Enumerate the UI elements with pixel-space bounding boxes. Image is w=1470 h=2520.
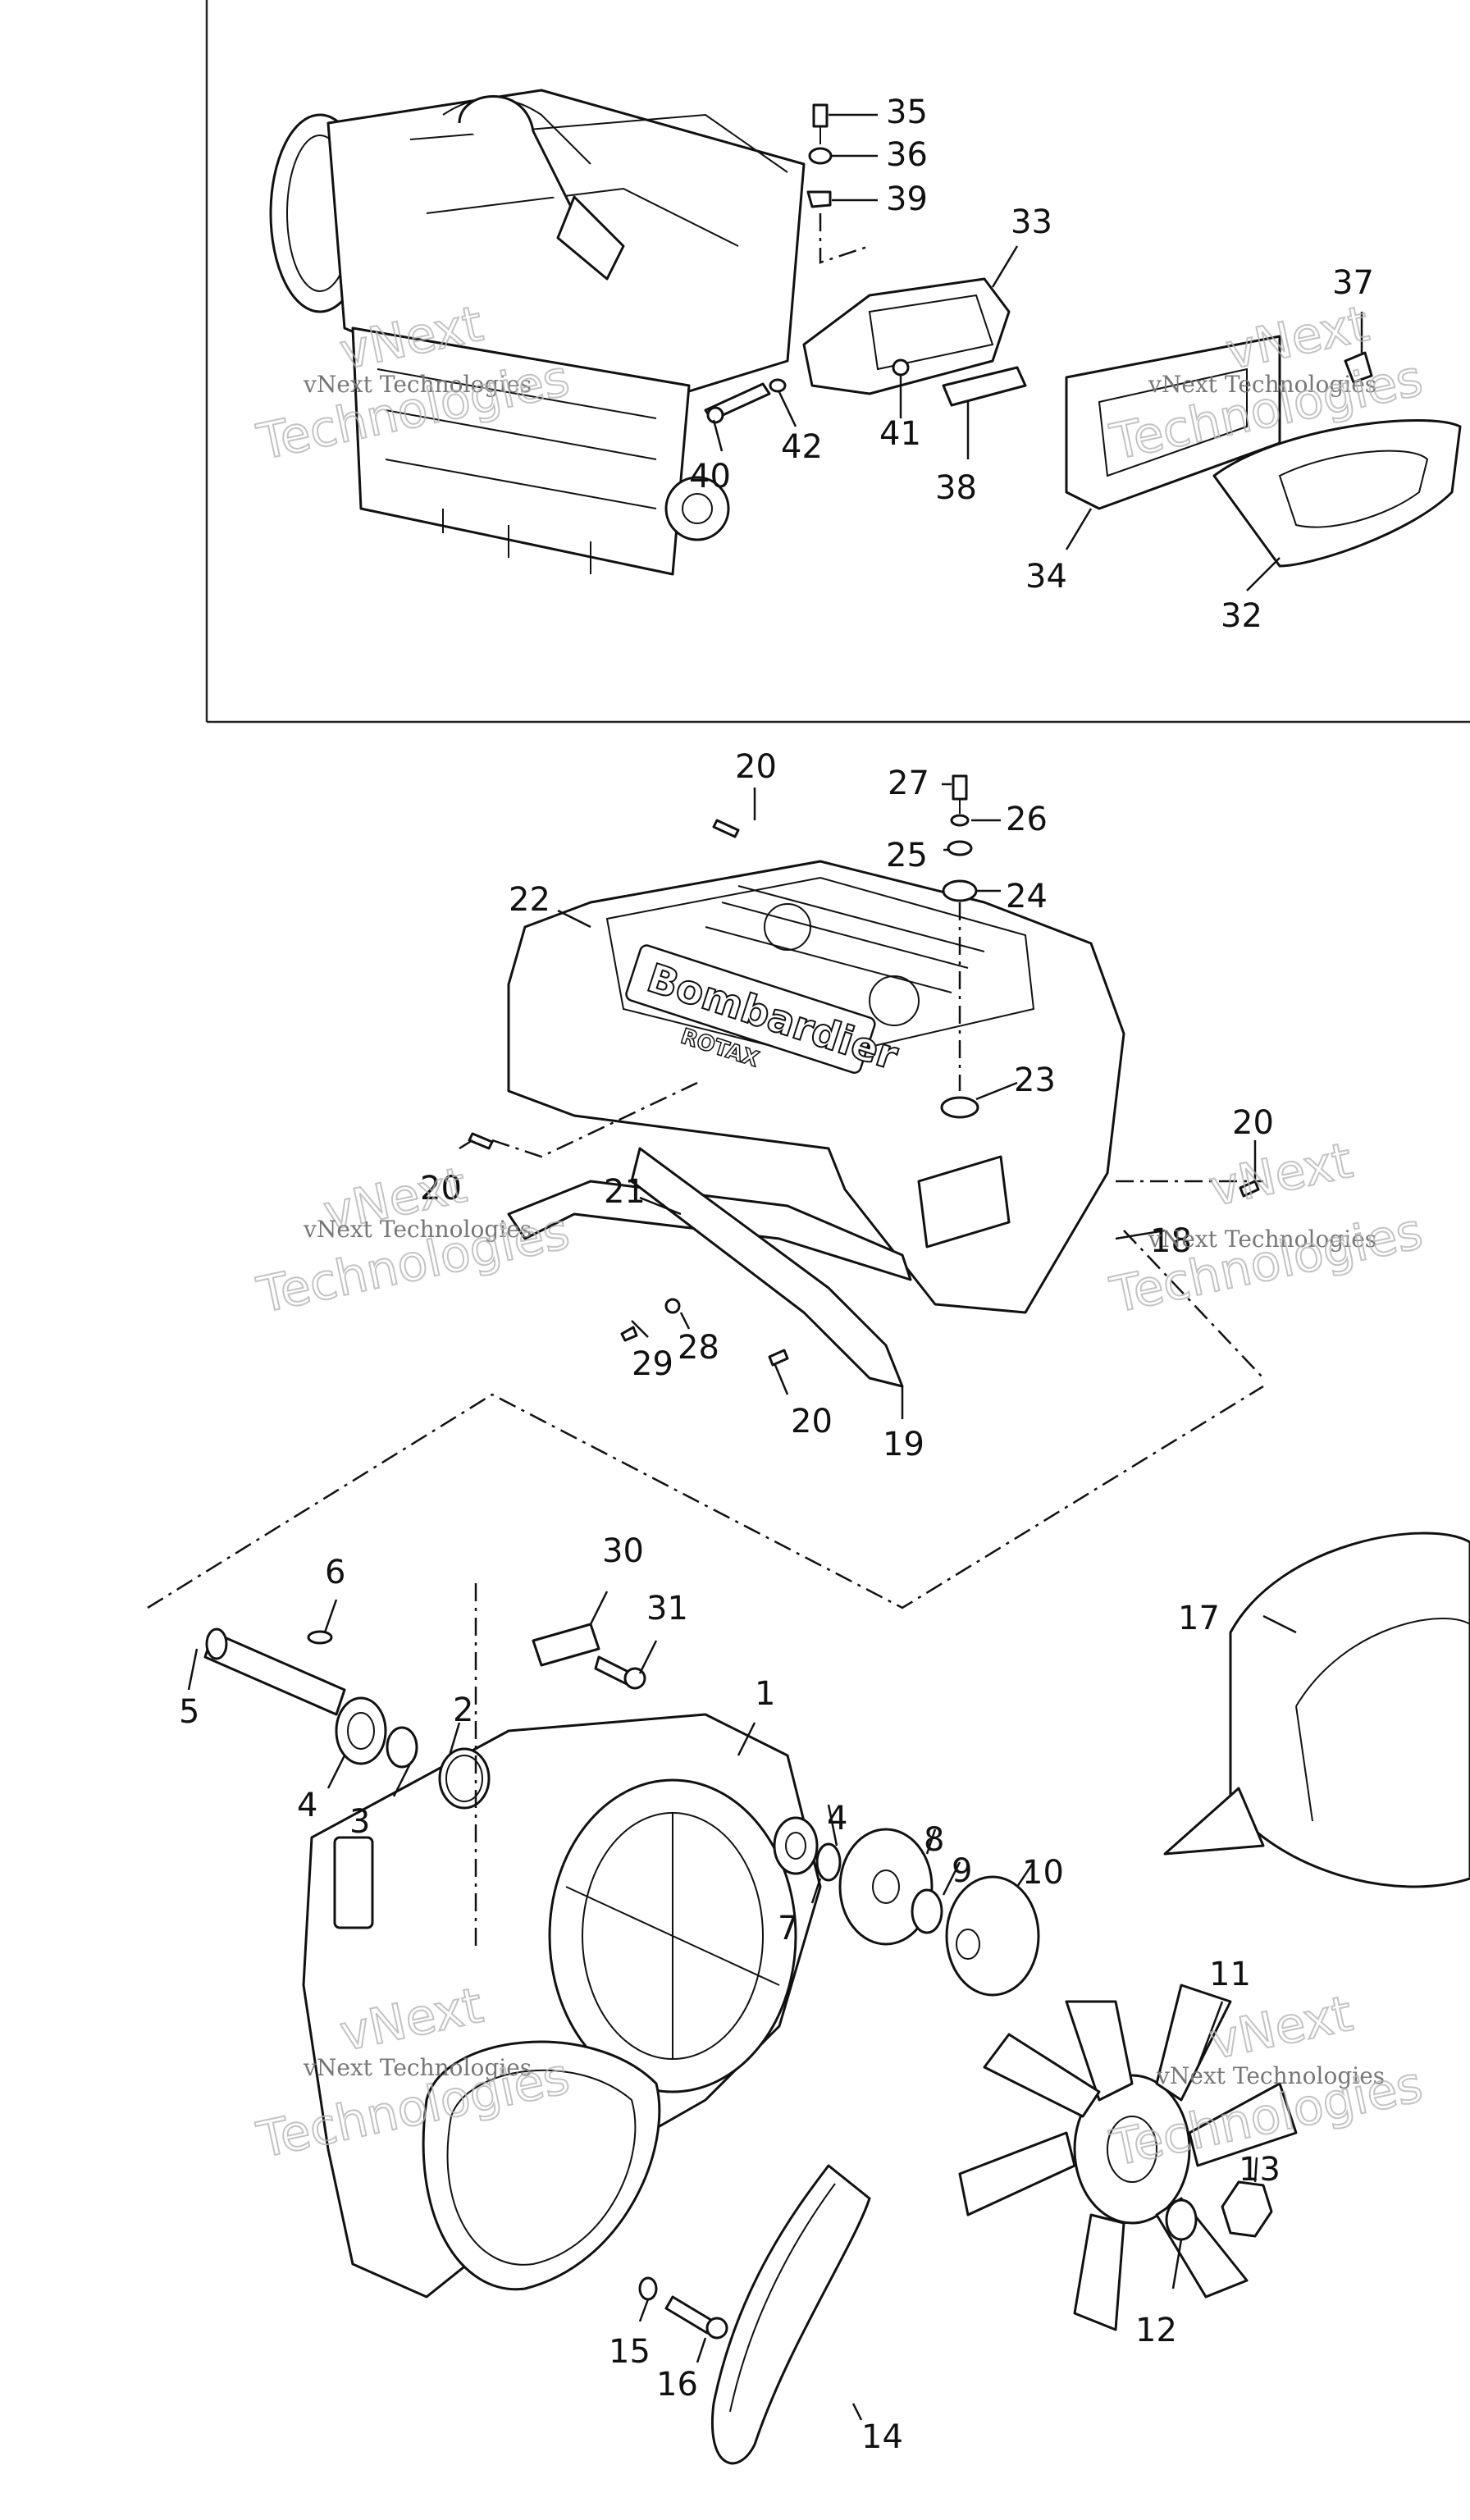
svg-text:Technologies: Technologies: [1106, 1203, 1428, 1325]
callout-23: 23: [1014, 1061, 1056, 1099]
callout-31: 31: [646, 1590, 688, 1628]
callout-32: 32: [1221, 597, 1262, 635]
callout-15: 15: [609, 2333, 651, 2371]
callout-42: 42: [781, 428, 823, 466]
callout-22: 22: [509, 881, 550, 919]
svg-text:vNext Technologies: vNext Technologies: [1156, 2062, 1385, 2089]
callout-12: 12: [1135, 2312, 1177, 2349]
engine-cover-assembly: Bombardier ROTAX: [468, 774, 1264, 1388]
callout-6: 6: [325, 1554, 345, 1591]
callout-14: 14: [861, 2418, 903, 2456]
callout-20-right: 20: [1232, 1104, 1274, 1142]
callout-3: 3: [349, 1803, 370, 1841]
svg-text:vNext Technologies: vNext Technologies: [1148, 1226, 1376, 1253]
callout-20-top: 20: [735, 748, 777, 786]
callout-20-bottom: 20: [791, 1403, 833, 1440]
svg-text:vNext Technologies: vNext Technologies: [303, 1216, 532, 1243]
callout-25: 25: [886, 837, 928, 874]
svg-text:vNext Technologies: vNext Technologies: [303, 2054, 532, 2081]
callout-1: 1: [755, 1675, 775, 1713]
watermark-middle-left: vNext vNext Technologies Technologies: [252, 1156, 576, 1326]
callout-41: 41: [879, 415, 921, 453]
callout-37: 37: [1332, 264, 1374, 302]
assembly-reference-line: [147, 1385, 1264, 1609]
intake-silencer-parts: [704, 103, 1462, 568]
svg-text:vNext: vNext: [1205, 1132, 1358, 1218]
callout-26: 26: [1006, 801, 1048, 838]
callout-4-right: 4: [827, 1800, 847, 1838]
callout-19: 19: [883, 1426, 924, 1463]
callout-39: 39: [886, 180, 928, 218]
callout-21: 21: [604, 1173, 646, 1211]
svg-text:vNext: vNext: [1205, 1985, 1358, 2071]
callout-28: 28: [678, 1329, 719, 1367]
callout-33: 33: [1011, 203, 1052, 241]
callout-9: 9: [952, 1852, 972, 1890]
callout-18: 18: [1150, 1222, 1192, 1260]
callout-40: 40: [689, 458, 731, 495]
callout-13: 13: [1239, 2151, 1281, 2189]
fan-housing-assembly: [203, 1532, 1470, 2465]
callout-4-left: 4: [297, 1787, 317, 1824]
callout-11: 11: [1209, 1956, 1251, 1993]
callout-8: 8: [924, 1821, 944, 1859]
callout-29: 29: [632, 1345, 673, 1383]
callout-5: 5: [179, 1693, 199, 1731]
callout-2: 2: [453, 1691, 473, 1729]
callout-7: 7: [778, 1910, 798, 1947]
svg-text:vNext Technologies: vNext Technologies: [303, 371, 532, 398]
callout-36: 36: [886, 136, 928, 174]
callout-10: 10: [1022, 1854, 1064, 1892]
callout-27: 27: [888, 765, 929, 802]
callout-34: 34: [1025, 558, 1067, 596]
callout-16: 16: [656, 2366, 698, 2404]
watermark-middle-right: vNext vNext Technologies Technologies: [1105, 1131, 1429, 1326]
callout-38: 38: [935, 469, 977, 507]
callout-30: 30: [602, 1532, 644, 1570]
callout-labels: 1 2 3 4 4 5 6 7 8 9 10 11 12 13 14 15 16…: [179, 94, 1374, 2456]
callout-17: 17: [1178, 1600, 1220, 1637]
engine-assembly: [269, 89, 806, 576]
svg-text:vNext Technologies: vNext Technologies: [1148, 371, 1376, 398]
leader-lines: [187, 113, 1363, 2421]
callout-24: 24: [1006, 878, 1048, 915]
callout-20-left: 20: [420, 1170, 462, 1208]
callout-35: 35: [886, 94, 928, 131]
top-section-frame: [205, 0, 1470, 724]
